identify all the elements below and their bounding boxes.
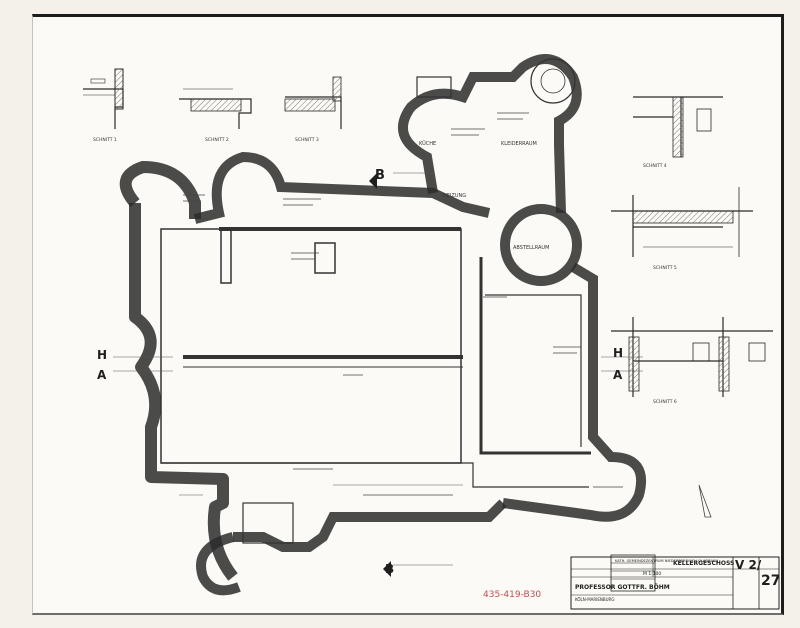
room-label-abstellraum: ABSTELLRAUM [513,245,549,251]
wall-upper-left [193,151,491,224]
wall-upper-middle [398,54,582,214]
section-letter-b-top: B [375,168,385,183]
title-client: KATH. GEMEINDEZENTRUM NIEDERBERGISCH GLA… [615,559,719,563]
detail-section-6 [611,317,773,397]
section-letter-b-bottom: B [385,562,394,576]
section-marker-b-bottom: B [383,561,394,577]
detail-label-6: SCHNITT 6 [653,399,677,405]
stair-block [242,502,294,544]
detail-label-5: SCHNITT 5 [653,265,677,271]
round-room-top [530,58,576,104]
annotation-marks [183,112,623,496]
section-letter-h-right: H [613,346,623,360]
title-address: KÖLN-MARIENBURG [575,597,614,602]
floor-plan-drawing: B B H A H A ABSTELLRAUM KÜCHE KLEIDERRAU… [83,54,780,610]
title-block [570,554,780,610]
room-label-kueche: KÜCHE [419,140,436,147]
detail-section-4 [633,96,723,158]
detail-label-1: SCHNITT 1 [93,137,117,143]
detail-label-4: SCHNITT 4 [643,163,667,169]
tower-bottom-left [196,532,241,596]
title-drawing: KELLERGESCHOSS [673,560,734,567]
section-letter-h-left: H [97,348,107,362]
detail-label-3: SCHNITT 3 [295,137,319,143]
section-letter-a-left: A [97,368,107,382]
basement-floor-plan [113,54,647,596]
section-marker-h-left: H A [97,348,107,382]
detail-section-2 [179,88,252,129]
title-version: V 2/ [735,558,762,572]
detail-section-1 [83,68,124,129]
section-marker-h-right: H A [613,346,623,382]
round-room-right [500,204,582,286]
outer-wall-left [129,203,238,581]
detail-section-3 [284,76,342,129]
north-arrow [698,484,712,518]
room-label-heizung: HEIZUNG [443,193,466,199]
title-architect: PROFESSOR GOTTFR. BÖHM [575,584,670,591]
inner-hall-outline [160,228,462,464]
outer-wall-bottom [233,499,507,552]
detail-label-2: SCHNITT 2 [205,137,229,143]
inner-wall-bottom [161,462,589,488]
section-letter-a-right: A [613,368,623,382]
tower-top-left [119,160,201,219]
inner-wall-right [485,294,582,447]
title-scale: M 1:100 [643,571,661,577]
title-sheet-number: 27 [761,573,780,589]
room-label-kleiderraum: KLEIDERRAUM [501,141,537,147]
outer-wall-right [502,262,647,522]
drawing-sheet: B B H A H A ABSTELLRAUM KÜCHE KLEIDERRAU… [32,14,784,615]
section-marker-b-top: B [369,168,385,189]
archive-stamp: 435-419-B30 [483,590,541,600]
round-room-top-inner [540,68,566,94]
stair-block [314,242,336,274]
stair-block [416,76,452,98]
detail-section-5 [611,187,753,257]
dimension-lines [113,172,643,566]
inner-wall-right [479,257,591,455]
stair-block [220,228,232,284]
